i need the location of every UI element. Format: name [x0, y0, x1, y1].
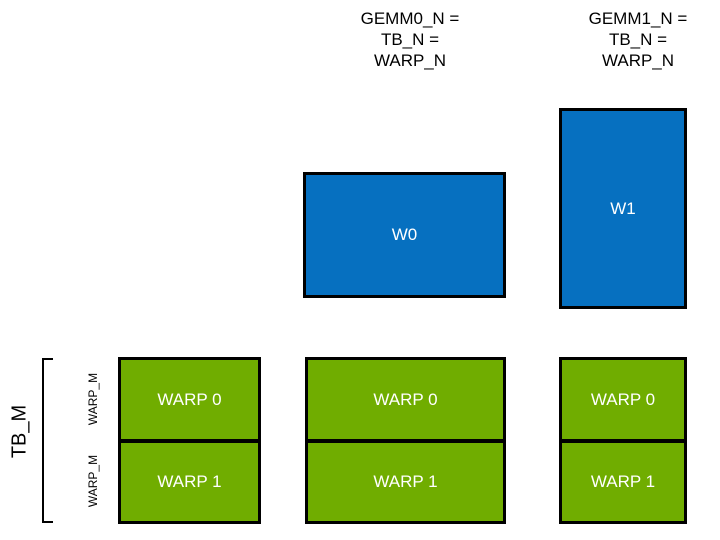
warp-cell-col2-warp0: WARP 0 — [559, 357, 687, 442]
warp-stack-col1: WARP 0 WARP 1 — [305, 357, 506, 524]
warp-cell-col1-warp1: WARP 1 — [305, 440, 506, 524]
warp-cell-col0-warp0: WARP 0 — [118, 357, 261, 442]
warp-m-axis-label-top: WARP_M — [86, 372, 100, 426]
tb-m-axis-label: TB_M — [8, 404, 31, 459]
warp-stack-col0: WARP 0 WARP 1 — [118, 357, 261, 524]
warp-stack-col2: WARP 0 WARP 1 — [559, 357, 687, 524]
column-header-gemm0: GEMM0_N = TB_N = WARP_N — [360, 9, 460, 70]
column-header-gemm1: GEMM1_N = TB_N = WARP_N — [588, 9, 688, 70]
warp-cell-col1-warp0: WARP 0 — [305, 357, 506, 442]
blue-block-w0: W0 — [303, 172, 506, 298]
warp-cell-col0-warp1: WARP 1 — [118, 440, 261, 524]
warp-m-axis-label-bottom: WARP_M — [86, 454, 100, 508]
warp-cell-col2-warp1: WARP 1 — [559, 440, 687, 524]
tb-m-bracket — [42, 358, 53, 523]
blue-block-w1: W1 — [559, 108, 687, 309]
